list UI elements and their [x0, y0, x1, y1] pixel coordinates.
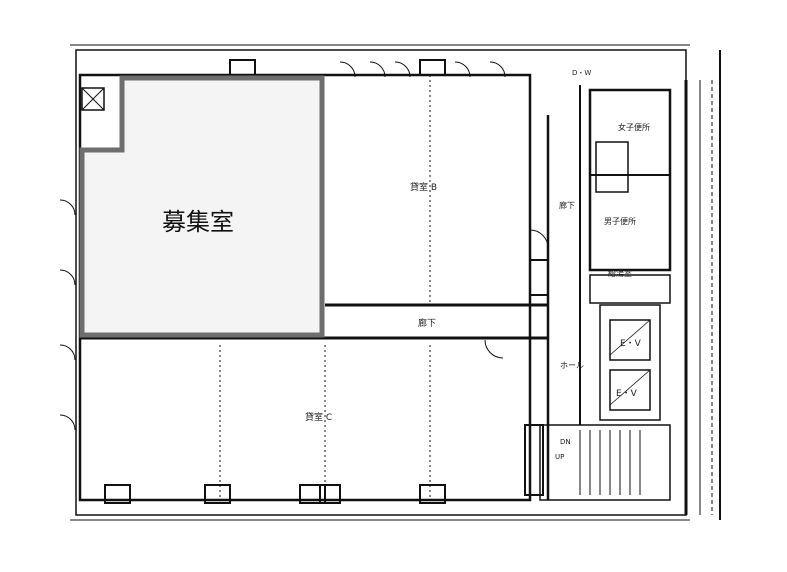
vacant-room-label: 募集室: [162, 208, 234, 236]
room-b-label: 貸室 B: [410, 183, 438, 193]
elevator-1-label: E・V: [620, 339, 641, 349]
side-corridor-label: 廊下: [559, 201, 575, 210]
elevator-block: [599, 304, 661, 421]
toilet-block: [588, 88, 672, 272]
elevator-2-label: E・V: [616, 389, 637, 399]
stairs: [539, 424, 671, 501]
highlighted-vacant-room: [79, 75, 325, 338]
corridor-label: 廊下: [418, 319, 437, 329]
stairs-down-label: DN: [560, 438, 571, 446]
hall-label: ホール: [560, 361, 584, 370]
stairs-up-label: UP: [555, 453, 565, 461]
kitchenette-label: 給湯室: [608, 269, 632, 278]
mens-toilet-label: 男子便所: [604, 217, 636, 226]
room-c-label: 貸室 C: [305, 413, 333, 423]
kitchenette-block: [589, 274, 671, 304]
womens-toilet-label: 女子便所: [618, 123, 650, 132]
top-dw-label: D・W: [572, 69, 592, 77]
